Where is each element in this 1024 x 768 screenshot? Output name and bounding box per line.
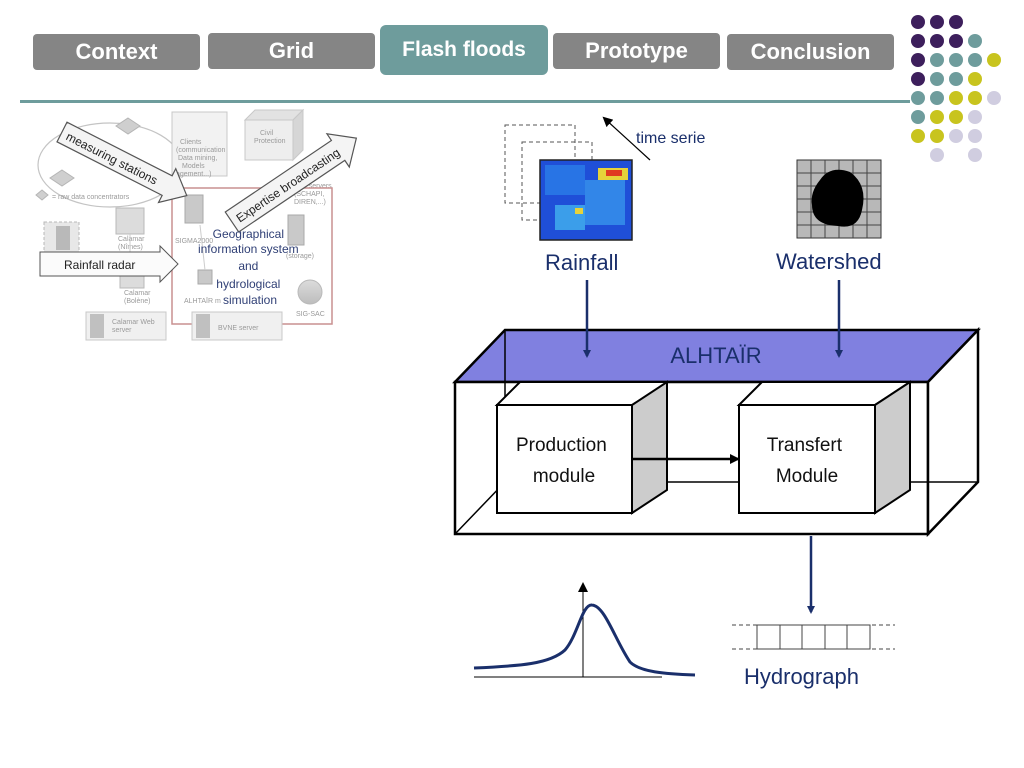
decorative-dot [911, 129, 925, 143]
hydrograph-label: Hydrograph [744, 664, 859, 689]
raw-data-legend: = raw data concentrators [52, 194, 130, 201]
hydrograph-curve-plot [473, 582, 696, 678]
decorative-dot [949, 15, 963, 29]
tab-conclusion[interactable]: Conclusion [727, 34, 894, 70]
rainfall-image-stack [504, 116, 651, 241]
production-module-label: Production module [516, 435, 612, 487]
decorative-dot [911, 72, 925, 86]
decorative-dot [930, 53, 944, 67]
clients-label: Clients (communication Data mining, Mode… [176, 139, 227, 178]
civil-protection-label: Civil Protection [254, 130, 286, 145]
decorative-dot-grid [911, 15, 1001, 162]
production-module: Production module [494, 380, 670, 515]
storage-label: (storage) [286, 253, 314, 260]
decorative-dot [987, 53, 1001, 67]
decorative-dot [987, 91, 1001, 105]
decorative-dot [968, 34, 982, 48]
decorative-dot [930, 110, 944, 124]
system-architecture-sketch: = raw data concentrators Clients (commun… [35, 108, 358, 341]
bvne-label: BVNE server [218, 325, 259, 332]
decorative-dot [949, 91, 963, 105]
sigma-label: SIGMA2000 [175, 238, 213, 245]
alhtair-small-label: ALHTAÏR m [184, 297, 221, 305]
calamar-bolene-label: Calamar (Bolène) [124, 290, 152, 305]
rainfall-label: Rainfall [545, 250, 618, 275]
decorative-dot [968, 91, 982, 105]
hydrograph-series-strip [732, 624, 895, 650]
decorative-dot [949, 129, 963, 143]
gis-label: Geographical information system and hydr… [198, 227, 302, 307]
model-name: ALHTAÏR [670, 343, 761, 368]
tab-context[interactable]: Context [33, 34, 200, 70]
decorative-dot [930, 148, 944, 162]
decorative-dot [949, 110, 963, 124]
decorative-dot [968, 129, 982, 143]
decorative-dot [930, 129, 944, 143]
decorative-dot [930, 91, 944, 105]
decorative-dot [911, 15, 925, 29]
tab-flash-floods[interactable]: Flash floods [380, 25, 548, 75]
decorative-dot [930, 72, 944, 86]
decorative-dot [968, 148, 982, 162]
decorative-dot [930, 15, 944, 29]
decorative-dot [968, 72, 982, 86]
decorative-dot [911, 53, 925, 67]
time-serie-label: time serie [636, 130, 705, 147]
tab-prototype[interactable]: Prototype [553, 33, 720, 69]
decorative-dot [949, 72, 963, 86]
decorative-dot [968, 110, 982, 124]
tab-grid[interactable]: Grid [208, 33, 375, 69]
decorative-dot [968, 53, 982, 67]
transfert-module: Transfert Module [736, 380, 914, 515]
decorative-dot [949, 53, 963, 67]
watershed-grid-image [796, 159, 882, 239]
header-rule [20, 100, 910, 103]
rainfall-radar-label: Rainfall radar [64, 258, 135, 272]
decorative-dot [930, 34, 944, 48]
decorative-dot [949, 34, 963, 48]
sig-sac-label: SIG-SAC [296, 311, 325, 318]
decorative-dot [911, 34, 925, 48]
transfert-module-label: Transfert Module [767, 435, 848, 487]
watershed-label: Watershed [776, 249, 882, 274]
decorative-dot [911, 91, 925, 105]
mobile-servers-label: obile servers (SCHAPI, DIREN,...) [292, 183, 334, 206]
decorative-dot [911, 110, 925, 124]
calamar-web-label: Calamar Web server [112, 319, 157, 334]
